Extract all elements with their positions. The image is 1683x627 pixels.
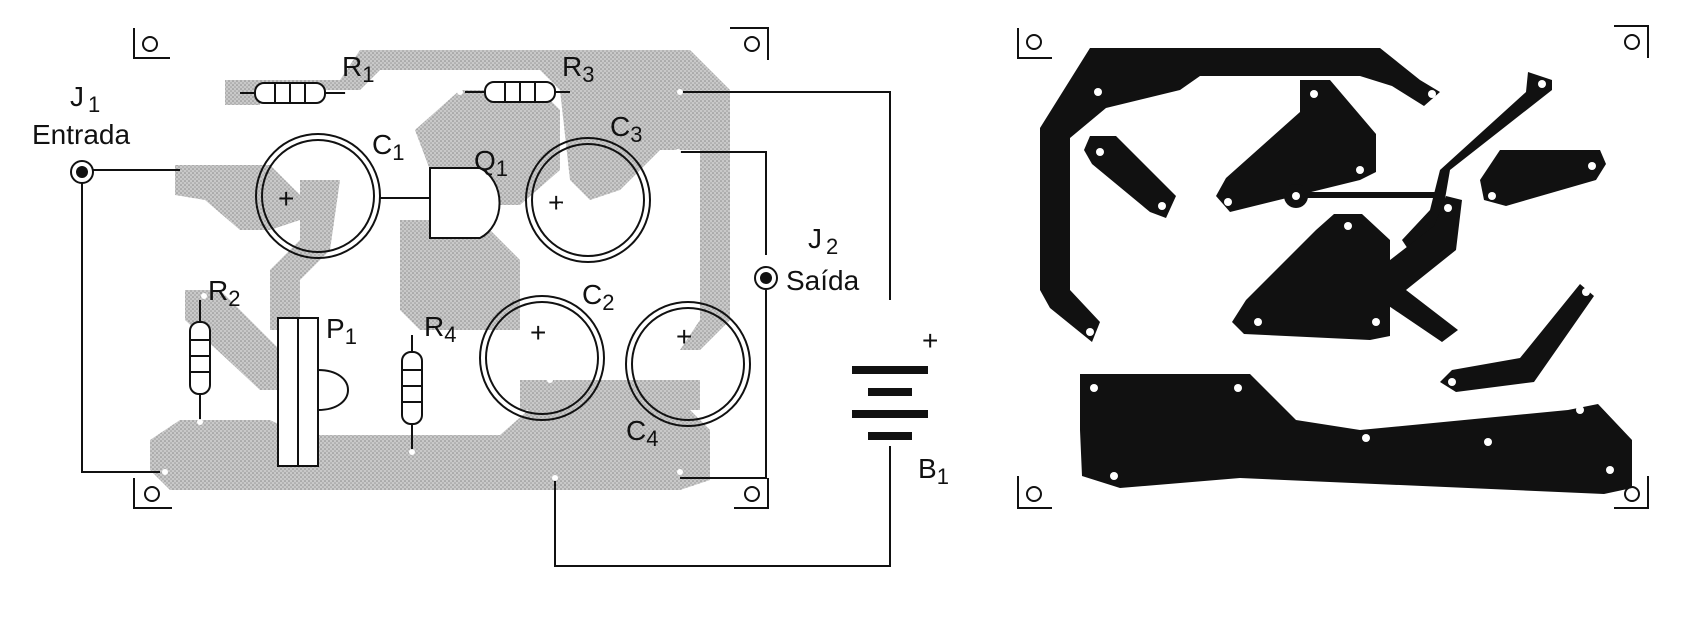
c1-ref: C [372, 129, 392, 160]
label-r3: R3 [562, 51, 594, 87]
c4-ref: C [626, 415, 646, 446]
copper-traces [1040, 48, 1632, 494]
label-r4: R4 [424, 311, 456, 347]
j1-name: Entrada [32, 119, 130, 150]
j2-sub: 2 [826, 234, 838, 259]
battery-plus-sign: + [922, 325, 938, 356]
b1-ref: B [918, 453, 937, 484]
label-c1: C1 [372, 129, 404, 165]
j2-ref: J [808, 223, 822, 254]
r1-ref: R [342, 51, 362, 82]
corner-mark-top-right [730, 27, 769, 60]
pads [162, 89, 683, 481]
p1-sub: 1 [345, 324, 357, 349]
capacitor-c4: + [625, 301, 751, 427]
label-c4: C4 [626, 415, 658, 451]
resistor-r1 [240, 82, 350, 104]
j2-name: Saída [786, 265, 860, 296]
svg-text:J1: J1 [70, 81, 100, 117]
plus-symbol: + [530, 317, 546, 348]
resistor-r4 [401, 335, 423, 450]
label-r2: R2 [208, 275, 240, 311]
c4-sub: 4 [646, 426, 658, 451]
r1-sub: 1 [362, 62, 374, 87]
grey-traces [150, 50, 730, 490]
copper-artwork [1017, 25, 1649, 509]
corner-mark-bottom-left-2 [1017, 476, 1052, 509]
r3-sub: 3 [582, 62, 594, 87]
resistor-r2 [189, 300, 211, 420]
label-q1: Q1 [474, 145, 508, 181]
battery-b1: + [852, 325, 938, 440]
r2-sub: 2 [228, 286, 240, 311]
p1-ref: P [326, 313, 345, 344]
label-p1: P1 [326, 313, 357, 349]
q1-sub: 1 [496, 156, 508, 181]
corner-mark-bottom-right [734, 478, 769, 509]
b1-sub: 1 [937, 464, 949, 489]
corner-mark-top-left [133, 28, 170, 59]
capacitor-c2: + [479, 295, 605, 421]
label-c2: C2 [582, 279, 614, 315]
c3-sub: 3 [630, 122, 642, 147]
plus-symbol: + [278, 183, 294, 214]
c2-sub: 2 [602, 290, 614, 315]
jack-j1 [70, 160, 94, 184]
r4-sub: 4 [444, 322, 456, 347]
c2-ref: C [582, 279, 602, 310]
plus-symbol: + [548, 187, 564, 218]
corner-mark-top-left-2 [1017, 28, 1052, 59]
label-c3: C3 [610, 111, 642, 147]
corner-mark-top-right-2 [1614, 25, 1649, 58]
svg-text:J2: J2 [808, 223, 838, 259]
transistor-q1 [429, 167, 501, 239]
label-b1: B1 [918, 453, 949, 489]
label-r1: R1 [342, 51, 374, 87]
jack-j2 [754, 266, 778, 290]
potentiometer-p1 [277, 317, 349, 467]
r3-ref: R [562, 51, 582, 82]
j1-sub: 1 [88, 92, 100, 117]
plus-symbol: + [676, 321, 692, 352]
r4-ref: R [424, 311, 444, 342]
corner-mark-bottom-left [133, 478, 172, 509]
capacitor-c1: + [255, 133, 381, 259]
j1-ref: J [70, 81, 84, 112]
drill-holes [1086, 80, 1614, 488]
resistor-r3 [465, 81, 570, 103]
capacitor-c3: + [525, 137, 651, 263]
c1-sub: 1 [392, 140, 404, 165]
r2-ref: R [208, 275, 228, 306]
component-layout: + + + + [32, 27, 949, 567]
q1-ref: Q [474, 145, 496, 176]
c3-ref: C [610, 111, 630, 142]
